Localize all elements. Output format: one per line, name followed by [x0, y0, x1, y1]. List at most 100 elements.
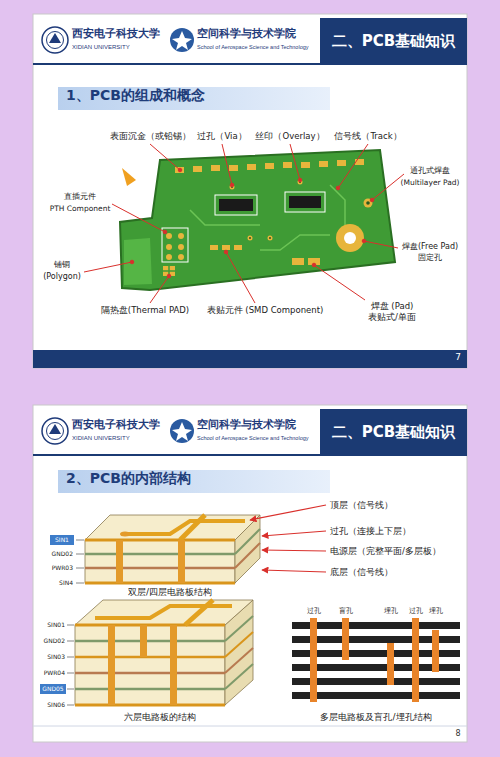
- section-title-box: 二、PCB基础知识: [320, 18, 467, 63]
- pcb-board: [260, 235, 330, 250]
- slide-panel: [33, 14, 467, 742]
- pcb-board: [355, 159, 364, 165]
- pcb-board: [285, 192, 325, 212]
- via-label: 埋孔: [429, 607, 443, 615]
- four-layer-stack: [76, 568, 84, 569]
- leader-line: [314, 265, 365, 300]
- callout-label: 过孔（Via）: [197, 131, 246, 141]
- via-label: 过孔: [307, 607, 321, 615]
- slide-panel: [33, 14, 467, 368]
- arrow-line: [262, 570, 326, 572]
- pcb-board: [283, 162, 292, 168]
- six-layer-stack: [108, 625, 115, 705]
- university-logo: [49, 424, 61, 434]
- pcb-board: [175, 167, 184, 173]
- six-layer-stack: [75, 624, 225, 627]
- four-layer-stack: [116, 540, 123, 583]
- school-name: 空间科学与技术学院: [197, 27, 296, 40]
- four-layer-stack: [85, 515, 260, 540]
- leader-line: [226, 252, 255, 303]
- university-logo: [49, 33, 61, 43]
- six-layer-stack: [75, 656, 225, 659]
- six-layer-stack: [225, 632, 253, 657]
- leader-line: [178, 168, 182, 172]
- figure-caption: 多层电路板及盲孔/埋孔结构: [320, 712, 431, 723]
- leader-line: [312, 263, 316, 267]
- leader-line: [338, 144, 368, 188]
- six-layer-stack: [225, 616, 253, 641]
- six-layer-stack: [67, 657, 74, 658]
- leader-line: [150, 144, 180, 170]
- pcb-board: [215, 195, 257, 215]
- via-cross-section: [387, 643, 394, 685]
- school-name: School of Aerospace Science and Technolo…: [197, 435, 309, 442]
- leader-line: [364, 241, 398, 248]
- pcb-board: [319, 161, 328, 167]
- via-label: 埋孔: [384, 607, 398, 615]
- slide-panel: [33, 350, 467, 368]
- callout-label: 铺铜: [54, 260, 70, 270]
- layer-name: SIN4: [59, 579, 73, 586]
- leader-line: [163, 230, 167, 234]
- pcb-board: [247, 164, 256, 170]
- leader-line: [150, 276, 169, 303]
- box-text: 二、PCB基础知识: [332, 32, 455, 50]
- section-title-box: 二、PCB基础知识: [320, 409, 467, 454]
- four-layer-stack: [235, 543, 260, 568]
- six-layer-stack: [67, 641, 74, 642]
- six-layer-stack: [67, 673, 74, 674]
- sparkle-mark: [122, 168, 136, 186]
- via-label: 过孔: [409, 607, 423, 615]
- four-layer-stack: [76, 583, 84, 584]
- layer-name: SIN03: [47, 653, 65, 660]
- leader-line: [298, 178, 302, 182]
- box-text: 2、PCB的内部结构: [66, 470, 191, 487]
- pcb-board: [210, 245, 218, 250]
- pcb-board: [178, 233, 184, 239]
- four-layer-stack: [85, 553, 235, 556]
- six-layer-stack: [75, 688, 225, 691]
- via-label: 盲孔: [339, 607, 353, 615]
- page-number: 7: [455, 352, 461, 363]
- four-layer-stack: [76, 554, 84, 555]
- four-layer-stack: [85, 582, 235, 585]
- pcb-board: [219, 199, 253, 211]
- four-layer-stack: [180, 515, 205, 540]
- sparkle-mark: [122, 168, 136, 186]
- pcb-board: [120, 150, 395, 290]
- university-name: 西安电子科技大学: [72, 418, 160, 431]
- school-name: School of Aerospace Science and Technolo…: [197, 44, 309, 51]
- six-layer-stack: [140, 625, 147, 657]
- via-cross-section: [292, 618, 460, 702]
- callout-label: 通孔式焊盘: [410, 166, 450, 176]
- university-logo: [42, 27, 68, 53]
- six-layer-stack: [75, 672, 225, 675]
- callout-label: 表面沉金（或铅锡）: [110, 131, 191, 141]
- leader-line: [130, 260, 134, 264]
- pcb-board: [211, 165, 220, 171]
- four-layer-stack: [85, 539, 235, 542]
- page-number: 8: [455, 729, 460, 739]
- callout-label: PTH Component: [50, 204, 111, 213]
- school-logo: [170, 28, 194, 52]
- arrow-line: [250, 505, 326, 572]
- pcb-board: [193, 166, 202, 172]
- university-name: XIDIAN UNIVERSITY: [72, 435, 130, 442]
- pcb-board: [120, 150, 395, 290]
- callout-label: 固定孔: [418, 253, 442, 263]
- leader-line: [167, 274, 171, 278]
- four-layer-stack: [85, 540, 235, 583]
- layer-tag: SIN1: [50, 535, 74, 545]
- pcb-board: [248, 236, 253, 241]
- four-layer-stack: [85, 567, 235, 570]
- pcb-board: [337, 160, 346, 166]
- leader-line: [362, 239, 366, 243]
- six-layer-stack: [67, 705, 74, 706]
- pcb-board: [344, 232, 356, 244]
- leader-line: [222, 144, 232, 185]
- layer-name: PWR04: [44, 669, 65, 676]
- layer-name: PWR03: [52, 564, 73, 571]
- box-text: GND05: [42, 685, 63, 692]
